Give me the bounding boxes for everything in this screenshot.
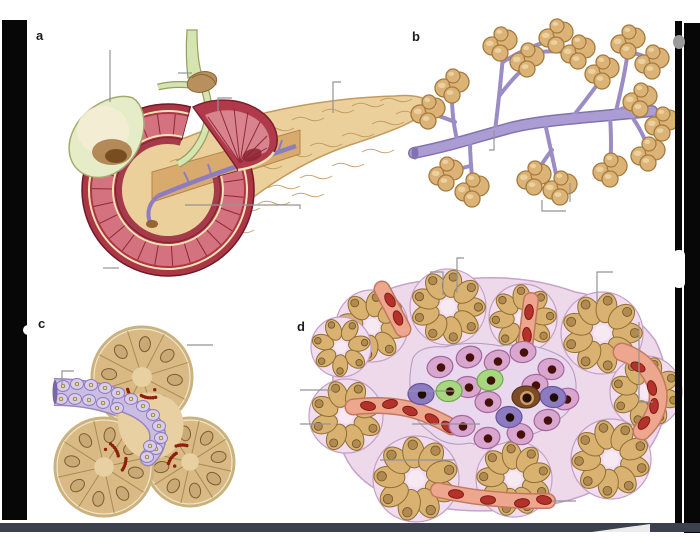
acinar-rosette	[570, 418, 652, 500]
acinar-rosette	[372, 435, 460, 523]
red-blood-cell	[637, 416, 651, 430]
panel-label-d: d	[297, 319, 305, 334]
acinus-cluster	[410, 94, 446, 130]
blank-label-callout[interactable]	[185, 204, 301, 209]
main-pancreatic-duct	[157, 143, 297, 199]
acinus-cluster	[610, 24, 646, 60]
panel-label-c: c	[38, 316, 45, 331]
red-blood-cell	[384, 292, 396, 308]
acinus-cluster	[560, 34, 596, 70]
left-black-bar	[2, 20, 27, 520]
blank-label-callout[interactable]	[217, 97, 232, 112]
acinus-cluster	[622, 82, 658, 118]
blank-label-callout[interactable]	[456, 257, 464, 293]
red-blood-cell	[514, 498, 530, 508]
hepatic-duct	[185, 29, 202, 79]
acinus-cluster	[584, 54, 620, 90]
acinar-rosette	[310, 316, 372, 378]
scrollbar-blob	[673, 35, 685, 49]
panel-a-gross-anatomy	[68, 29, 429, 277]
red-blood-cell	[480, 495, 496, 505]
quiz-callout-lines	[61, 50, 653, 502]
red-blood-cell	[524, 304, 534, 320]
red-blood-cell	[536, 495, 552, 505]
red-blood-cell	[630, 361, 646, 373]
red-blood-cell	[402, 405, 418, 417]
acinus-cluster	[454, 172, 490, 208]
panel-b-duct-tree	[408, 18, 680, 208]
acinus-cluster	[630, 136, 666, 172]
acinus-cluster	[644, 106, 680, 142]
blank-label-callout[interactable]	[541, 200, 566, 212]
red-blood-cell	[646, 380, 658, 396]
red-blood-cell	[424, 413, 440, 425]
acinus-cluster	[482, 26, 518, 62]
cystic-duct	[157, 82, 191, 90]
panel-label-a: a	[36, 28, 44, 43]
acinus-cluster	[434, 68, 470, 104]
blank-label-callout[interactable]	[638, 322, 653, 403]
acinus-cluster	[509, 42, 545, 78]
red-blood-cell	[392, 310, 404, 326]
acinar-rosette	[409, 268, 487, 346]
blank-label-callout[interactable]	[430, 271, 444, 295]
blank-label-callout[interactable]	[596, 271, 613, 303]
acinus-cluster	[542, 170, 578, 206]
blank-label-callout[interactable]	[61, 370, 74, 384]
blood-vessel	[614, 344, 667, 439]
panel-d-islet	[308, 268, 683, 523]
red-blood-cell	[382, 399, 398, 409]
acinus-cluster	[634, 44, 670, 80]
acinus-cluster	[428, 156, 464, 192]
panel-label-b: b	[412, 29, 420, 44]
frame-bars	[0, 20, 700, 533]
acinus-cluster	[516, 160, 552, 196]
red-blood-cell	[360, 401, 376, 411]
panel-c-acinus	[52, 325, 236, 518]
bottom-bar	[0, 523, 700, 532]
acinus-cluster	[592, 152, 628, 188]
red-blood-cell	[448, 489, 464, 499]
acinus-cluster	[538, 18, 574, 54]
right-black-bar-wide	[684, 23, 700, 533]
pancreatic-duct-tree	[409, 106, 657, 158]
blank-label-callout[interactable]	[332, 81, 341, 113]
blank-label-callout[interactable]	[489, 131, 495, 151]
